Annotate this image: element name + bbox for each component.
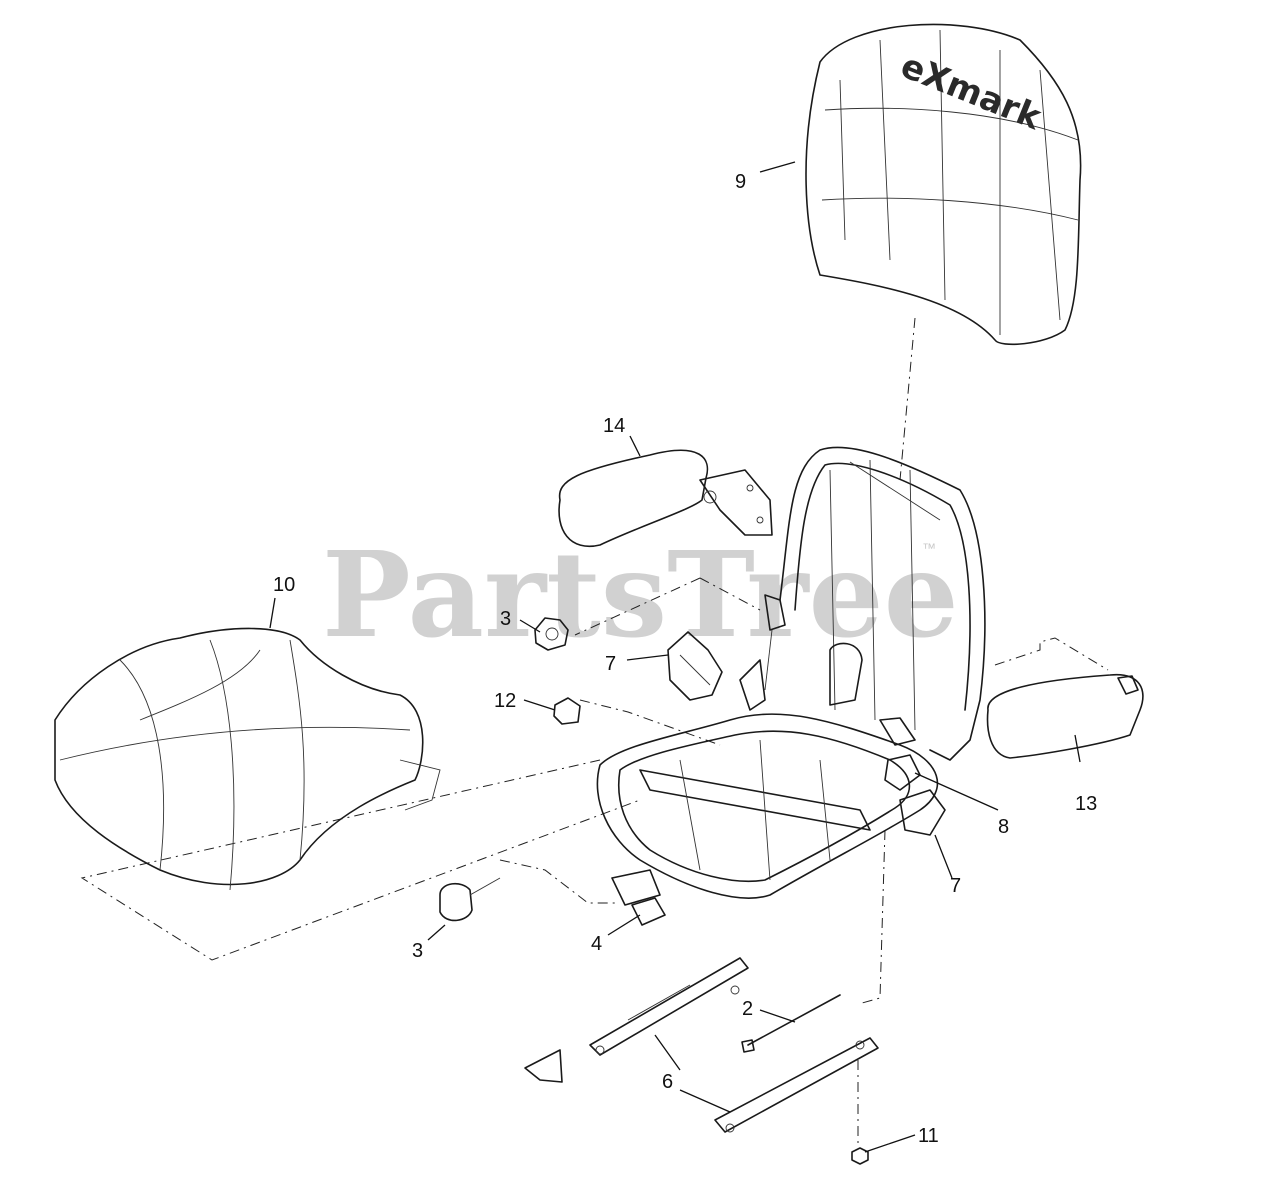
seat-slide-rail-left — [524, 957, 749, 1083]
callout-10: 10 — [273, 574, 295, 596]
callout-13: 13 — [1075, 793, 1097, 815]
callout-8: 8 — [998, 816, 1009, 838]
callout-11: 11 — [918, 1125, 939, 1147]
callout-3-lower: 3 — [412, 940, 423, 962]
callout-9: 9 — [735, 171, 746, 193]
callout-2: 2 — [742, 998, 753, 1020]
left-armrest — [558, 449, 773, 548]
callout-7-upper: 7 — [605, 653, 616, 675]
seat-slide-rail-right — [714, 1037, 879, 1133]
assembly-centerlines — [80, 317, 1109, 1148]
seat-belt-buckle — [884, 754, 921, 791]
seat-latch-upper — [667, 631, 723, 701]
adjustment-knob-upper — [534, 617, 569, 651]
seat-latch-lower — [899, 789, 946, 836]
callout-6: 6 — [662, 1071, 673, 1093]
backrest-cushion: eXmark — [805, 23, 1082, 346]
seat-cushion — [54, 627, 441, 891]
trademark-symbol: ™ — [922, 540, 936, 556]
adjustment-knob-lower — [439, 877, 501, 922]
callout-12: 12 — [494, 690, 516, 712]
right-armrest — [986, 673, 1144, 759]
callout-3-upper: 3 — [500, 608, 511, 630]
seat-frame-assembly — [596, 446, 986, 899]
hex-nut — [851, 1147, 869, 1165]
callout-7-lower: 7 — [950, 875, 961, 897]
exmark-logo: eXmark — [895, 46, 1048, 139]
release-cable — [741, 994, 841, 1053]
partstree-watermark: PartsTree — [322, 525, 959, 664]
switch-plate — [611, 869, 666, 926]
callout-leaders — [269, 161, 1081, 1153]
seat-switch — [553, 697, 581, 725]
callout-4: 4 — [591, 933, 602, 955]
callout-14: 14 — [603, 415, 625, 437]
callout-labels: 9 14 10 3 7 12 13 8 7 3 4 2 6 11 — [273, 171, 1097, 1147]
